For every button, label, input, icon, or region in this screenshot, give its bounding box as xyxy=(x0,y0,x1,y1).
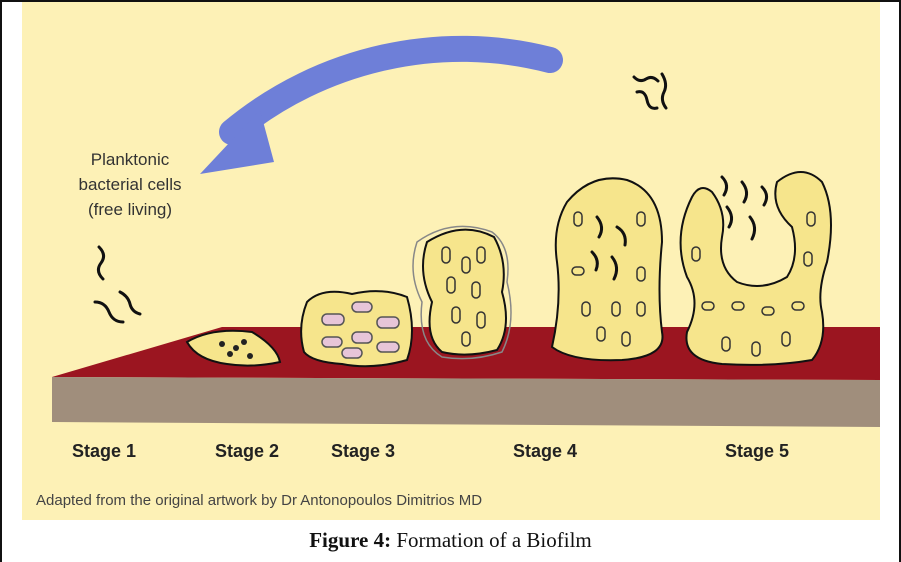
planktonic-label-line-3: (free living) xyxy=(88,200,172,219)
stage-label-5: Stage 5 xyxy=(725,441,789,461)
artwork-credit: Adapted from the original artwork by Dr … xyxy=(36,492,482,509)
stage-3-biofilm xyxy=(301,291,412,366)
biofilm-illustration: Planktonic bacterial cells (free living) xyxy=(22,2,880,520)
figure-caption: Figure 4: Formation of a Biofilm xyxy=(0,522,901,558)
planktonic-label-line-1: Planktonic xyxy=(91,150,170,169)
curved-arrow xyxy=(200,49,550,174)
stage-4-biofilm-b xyxy=(552,178,663,360)
figure-caption-text: Formation of a Biofilm xyxy=(391,528,592,552)
stage-label-2: Stage 2 xyxy=(215,441,279,461)
stage-5-biofilm xyxy=(681,172,831,365)
planktonic-label-line-2: bacterial cells xyxy=(79,175,182,194)
biofilm-diagram: Planktonic bacterial cells (free living) xyxy=(22,2,880,520)
planktonic-bacteria-top-right xyxy=(634,74,666,108)
planktonic-bacteria-left xyxy=(95,247,140,322)
figure-caption-prefix: Figure 4: xyxy=(309,528,391,552)
stage-label-3: Stage 3 xyxy=(331,441,395,461)
frame-border-left xyxy=(0,0,2,562)
stage-label-1: Stage 1 xyxy=(72,441,136,461)
planktonic-label: Planktonic bacterial cells (free living) xyxy=(79,150,182,219)
stage-label-4: Stage 4 xyxy=(513,441,577,461)
